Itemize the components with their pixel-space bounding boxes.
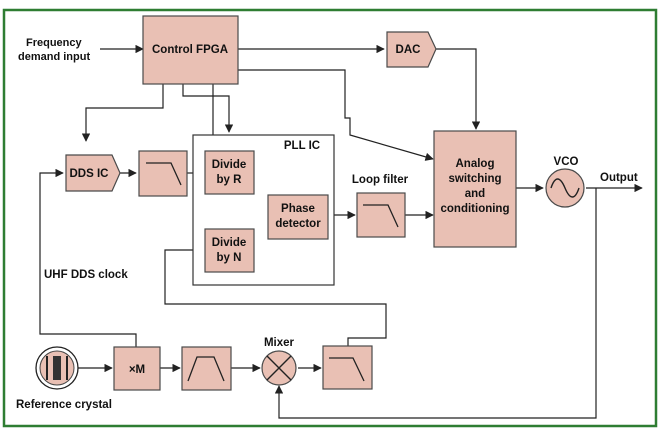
divide-by-n-block <box>204 228 255 273</box>
loop-filter-label: Loop filter <box>352 174 409 186</box>
output-label: Output <box>600 172 638 184</box>
analog-label-3: and <box>465 188 485 200</box>
outer-border <box>2 8 658 428</box>
mixer-lowpass-filter <box>322 345 373 390</box>
control-fpga-block <box>142 15 239 85</box>
dds-lowpass-filter <box>138 150 188 197</box>
divide-by-r-block <box>204 150 255 195</box>
phase-detector-label-2: detector <box>275 218 321 230</box>
mixer-x-icon <box>266 355 292 381</box>
mixer-lowpass-symbol <box>329 357 365 382</box>
multiplier-block <box>113 346 161 391</box>
control-fpga-label: Control FPGA <box>152 44 228 56</box>
multiplier-label: ×M <box>129 364 145 376</box>
analog-label-1: Analog <box>456 158 495 170</box>
phase-detector-block <box>267 194 329 240</box>
dds-ic-label: DDS IC <box>70 168 109 180</box>
pll-ic-label: PLL IC <box>284 140 320 152</box>
dds-lowpass-symbol <box>146 162 182 186</box>
crystal-icon <box>46 356 68 380</box>
divide-r-label-1: Divide <box>212 159 247 171</box>
uhf-dds-clock-label: UHF DDS clock <box>44 269 128 281</box>
vco-sine-icon <box>550 178 580 198</box>
frequency-demand-label-1: Frequency <box>26 37 83 49</box>
frequency-demand-label-2: demand input <box>18 51 90 63</box>
vco-label: VCO <box>554 156 579 168</box>
analog-switching-block <box>433 130 517 248</box>
reference-crystal-label: Reference crystal <box>16 399 112 411</box>
phase-detector-label-1: Phase <box>281 203 315 215</box>
analog-label-2: switching <box>448 173 501 185</box>
loop-filter-symbol <box>363 204 399 228</box>
analog-label-4: conditioning <box>441 203 510 215</box>
mixer-label: Mixer <box>264 337 295 349</box>
dac-block <box>386 31 437 68</box>
divide-r-label-2: by R <box>217 174 243 186</box>
dds-ic-block <box>65 154 121 192</box>
dac-label: DAC <box>396 44 421 56</box>
bandpass-symbol <box>187 356 225 382</box>
bandpass-filter <box>181 346 232 391</box>
divide-n-label-2: by N <box>217 252 242 264</box>
loop-filter-block <box>356 192 406 238</box>
divide-n-label-1: Divide <box>212 237 247 249</box>
